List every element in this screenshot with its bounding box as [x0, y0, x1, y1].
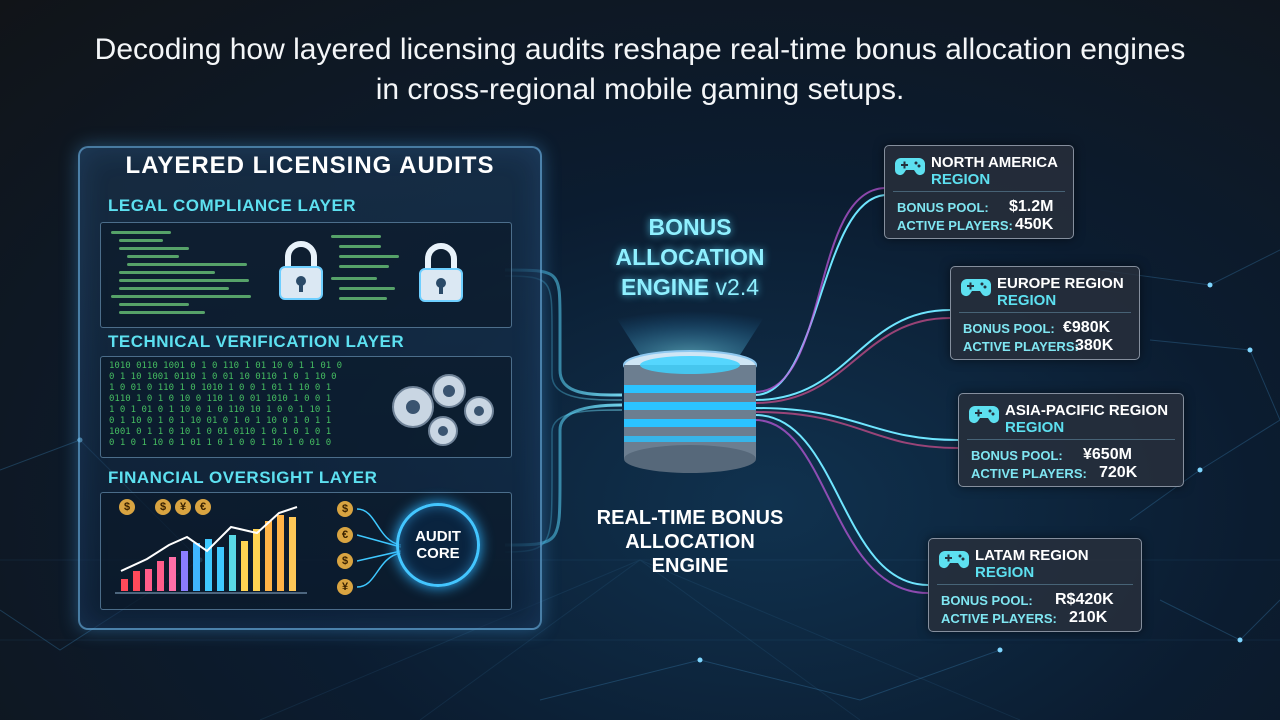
region-sub: Region — [997, 292, 1057, 309]
technical-verification-box: 1010 0110 1001 0 1 0 110 1 01 10 0 1 1 0… — [100, 356, 512, 458]
region-card-europe: Europe Region Region Bonus Pool: €980K A… — [950, 266, 1140, 360]
coin-euro: € — [337, 527, 353, 543]
coin-euro: € — [195, 499, 211, 515]
headline: Decoding how layered licensing audits re… — [94, 33, 1186, 106]
region-card-north-america: North America Region Bonus Pool: $1.2M A… — [884, 145, 1074, 239]
lock-icon — [419, 243, 463, 302]
audit-connectors — [357, 508, 401, 588]
coin-dollar: $ — [155, 499, 171, 515]
active-players-label: Active Players: — [963, 339, 1079, 354]
engine-subtitle: Real-Time Bonus Allocation Engine — [596, 507, 784, 577]
engine-version: v2.4 — [715, 274, 760, 300]
gamepad-icon — [969, 406, 999, 423]
panel-title: Layered Licensing Audits — [125, 152, 495, 179]
coin-dollar: $ — [119, 499, 135, 515]
bonus-pool-label: Bonus Pool: — [971, 448, 1063, 463]
active-players-label: Active Players: — [941, 611, 1057, 626]
audit-core-icon: AUDIT CORE — [396, 503, 480, 587]
coin-yen: ¥ — [337, 579, 353, 595]
layer-label-legal: Legal Compliance Layer — [108, 196, 357, 215]
region-sub: Region — [975, 564, 1035, 581]
side-coins: $ € $ ¥ — [337, 501, 357, 601]
active-players-label: Active Players: — [971, 466, 1087, 481]
gamepad-icon — [961, 279, 991, 296]
region-card-latam: LATAM Region Region Bonus Pool: R$420K A… — [928, 538, 1142, 632]
region-name: Asia-Pacific Region — [1005, 402, 1169, 419]
gears-icon — [392, 374, 494, 446]
bonus-pool-value: €980K — [1063, 319, 1111, 336]
bonus-pool-label: Bonus Pool: — [963, 321, 1055, 336]
bar-chart-icon — [115, 506, 307, 594]
layer-label-technical: Technical Verification Layer — [108, 332, 405, 351]
region-card-asia-pacific: Asia-Pacific Region Region Bonus Pool: ¥… — [958, 393, 1184, 487]
audit-core-line-1: AUDIT — [415, 528, 461, 545]
database-cylinder-icon — [605, 300, 775, 473]
active-players-value: 210K — [1069, 609, 1108, 626]
region-name: North America — [931, 154, 1058, 171]
bonus-pool-label: Bonus Pool: — [941, 593, 1033, 608]
engine-title: Bonus Allocation Engine v2.4 — [600, 212, 780, 302]
engine-title-text: Bonus Allocation Engine — [615, 214, 765, 300]
bonus-pool-value: $1.2M — [1009, 198, 1054, 215]
legal-compliance-box — [100, 222, 512, 328]
coin-dollar: $ — [337, 501, 353, 517]
gamepad-icon — [895, 158, 925, 175]
bonus-pool-label: Bonus Pool: — [897, 200, 989, 215]
region-sub: Region — [1005, 419, 1065, 436]
active-players-value: 380K — [1075, 337, 1114, 354]
active-players-value: 450K — [1015, 216, 1054, 233]
outbound-flows — [754, 187, 959, 594]
active-players-value: 720K — [1099, 464, 1138, 481]
region-name: LATAM Region — [975, 547, 1089, 564]
gamepad-icon — [939, 551, 969, 568]
region-sub: Region — [931, 171, 991, 188]
lock-icon — [279, 241, 323, 300]
coin-dollar: $ — [337, 553, 353, 569]
bonus-pool-value: R$420K — [1055, 591, 1114, 608]
coin-yen: ¥ — [175, 499, 191, 515]
region-name: Europe Region — [997, 275, 1124, 292]
layer-label-financial: Financial Oversight Layer — [108, 468, 378, 487]
active-players-label: Active Players: — [897, 218, 1013, 233]
audit-core-line-2: CORE — [416, 545, 460, 562]
bonus-pool-value: ¥650M — [1083, 446, 1132, 463]
